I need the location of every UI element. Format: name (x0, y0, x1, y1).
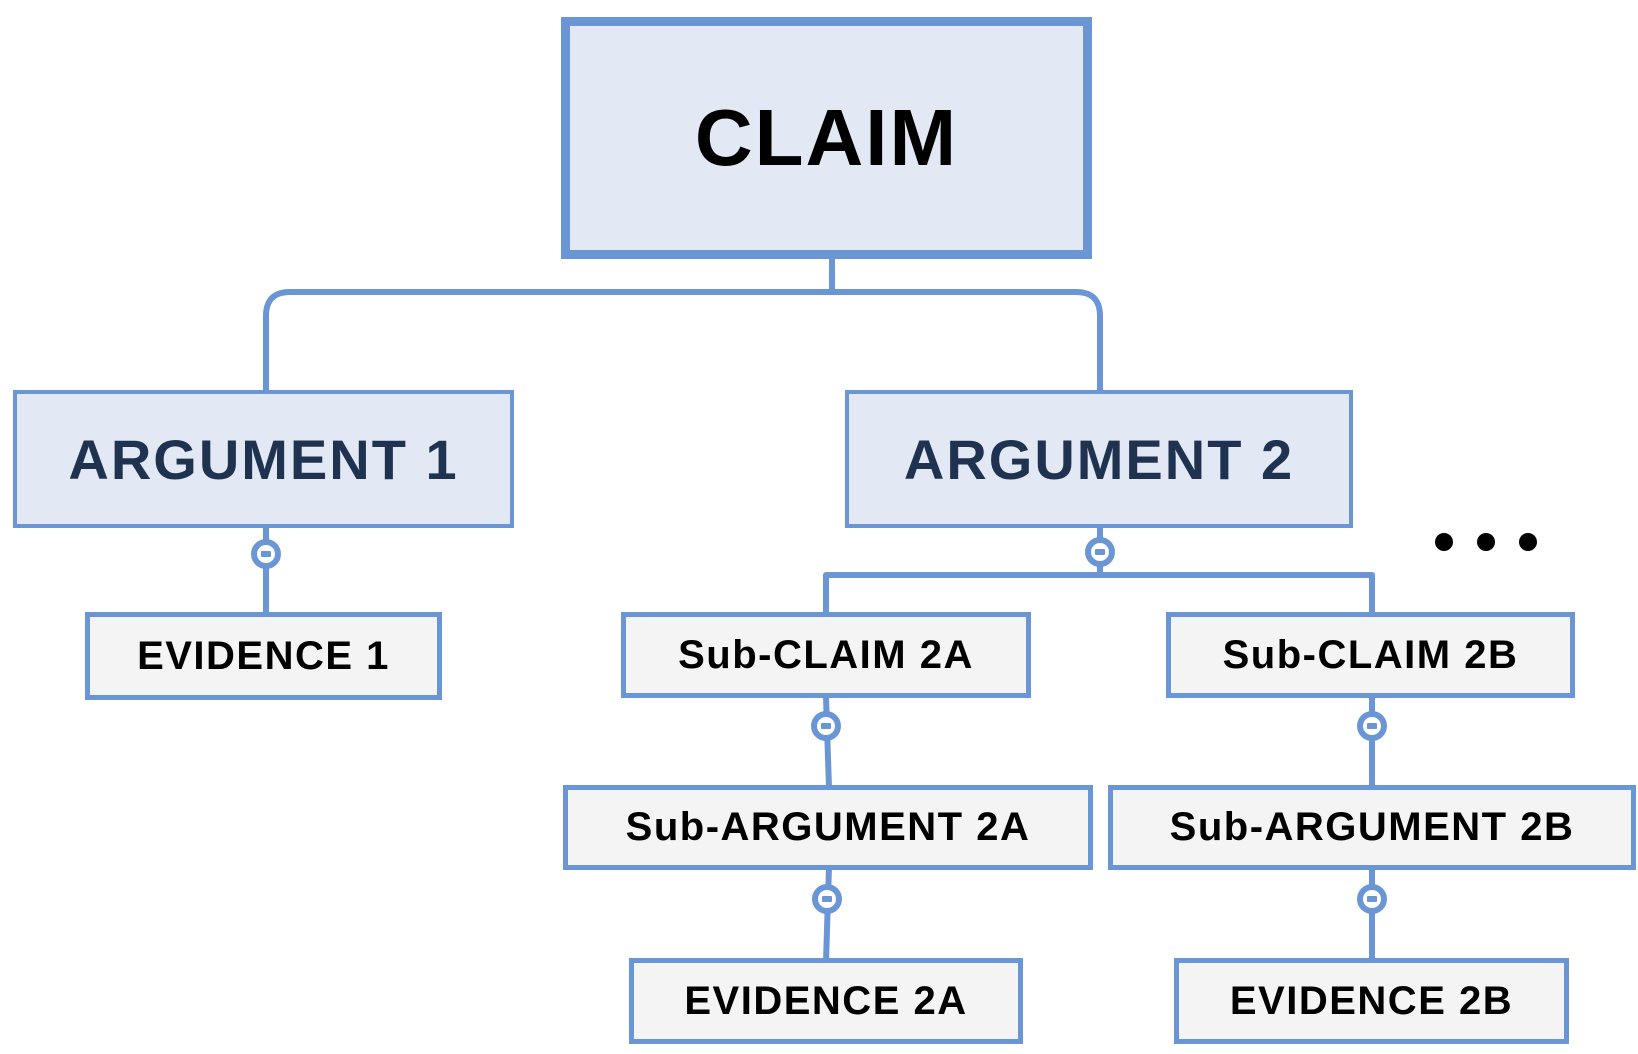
ellipsis-dot (1435, 533, 1453, 551)
collapse-minus-icon[interactable] (1357, 884, 1387, 914)
collapse-minus-icon[interactable] (1085, 537, 1115, 567)
connector-sub-argument-2a-to-evidence-2a (823, 864, 832, 964)
argument-1-label: ARGUMENT 1 (68, 427, 459, 491)
evidence-2b-node: EVIDENCE 2B (1174, 958, 1569, 1044)
argument-1-node: ARGUMENT 1 (13, 390, 514, 528)
collapse-minus-icon[interactable] (1357, 711, 1387, 741)
sub-claim-2b-node: Sub-CLAIM 2B (1166, 612, 1575, 698)
sub-claim-2a-label: Sub-CLAIM 2A (678, 632, 974, 677)
ellipsis-dot (1477, 533, 1495, 551)
argument-2-label: ARGUMENT 2 (903, 427, 1295, 491)
evidence-1-label: EVIDENCE 1 (137, 633, 390, 678)
claim-label: CLAIM (694, 93, 959, 182)
evidence-1-node: EVIDENCE 1 (85, 612, 442, 700)
connector-argument-2-branch (823, 572, 1375, 620)
evidence-2b-label: EVIDENCE 2B (1229, 978, 1514, 1023)
collapse-minus-icon[interactable] (811, 711, 841, 741)
sub-argument-2b-label: Sub-ARGUMENT 2B (1169, 805, 1575, 849)
evidence-2a-label: EVIDENCE 2A (684, 978, 968, 1023)
evidence-2a-node: EVIDENCE 2A (629, 958, 1023, 1044)
collapse-minus-icon[interactable] (812, 884, 842, 914)
claim-node: CLAIM (561, 17, 1092, 259)
argument-2-node: ARGUMENT 2 (845, 390, 1353, 528)
ellipsis-dot (1519, 533, 1537, 551)
sub-argument-2a-label: Sub-ARGUMENT 2A (625, 805, 1031, 849)
sub-argument-2a-node: Sub-ARGUMENT 2A (563, 785, 1093, 870)
connector-claim-to-argument-1 (263, 289, 835, 396)
sub-claim-2a-node: Sub-CLAIM 2A (621, 612, 1031, 698)
ellipsis-icon (1435, 532, 1545, 552)
sub-argument-2b-node: Sub-ARGUMENT 2B (1108, 785, 1636, 870)
sub-claim-2b-label: Sub-CLAIM 2B (1222, 632, 1519, 677)
collapse-minus-icon[interactable] (251, 539, 281, 569)
connector-claim-to-argument-2 (829, 289, 1103, 396)
